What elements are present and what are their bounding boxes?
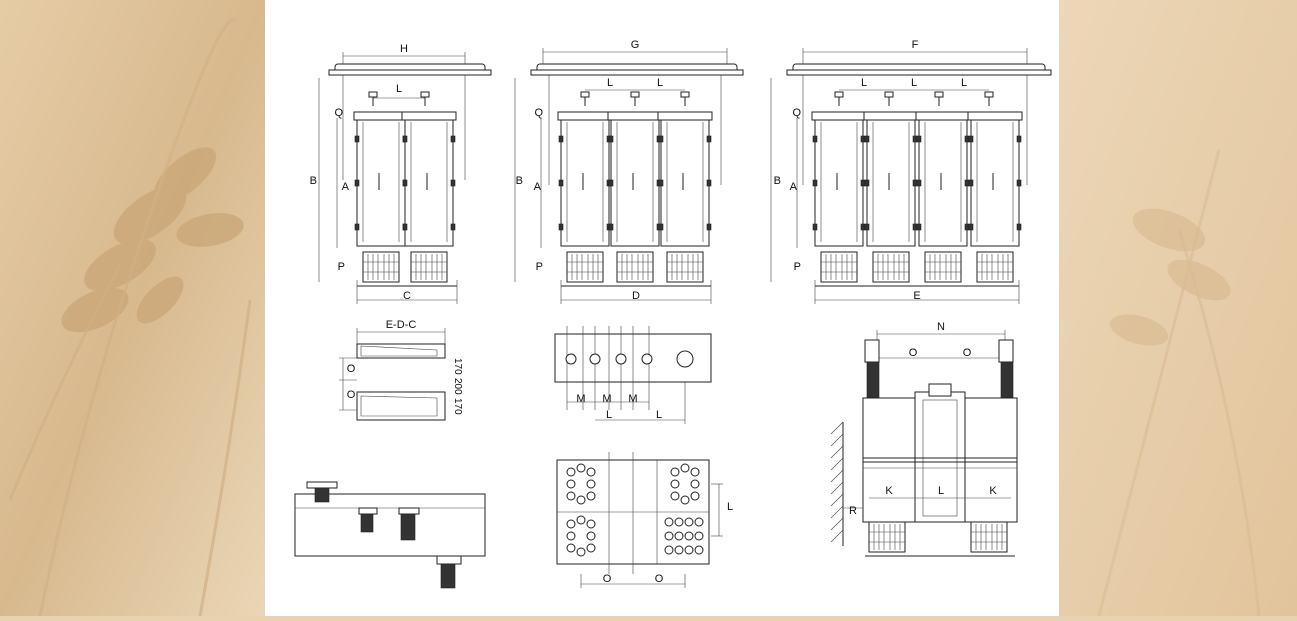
- busbar-200-label: 200: [452, 378, 463, 395]
- dimension-b-label: B: [774, 175, 781, 187]
- dimension-p-label: P: [794, 261, 801, 273]
- coil-3: [657, 111, 713, 247]
- four-column-view: F L L L E B A Q P: [770, 39, 1052, 304]
- busbar-detail: E-D-C O O 170 200 170: [339, 319, 463, 421]
- busbar-o-label-1: O: [347, 363, 356, 375]
- bolt-3: [400, 513, 416, 541]
- pitch-l-label-3: L: [961, 77, 967, 89]
- coil-2: [607, 111, 663, 247]
- dimension-q-label: Q: [334, 107, 343, 119]
- dimension-b-label: B: [310, 175, 317, 187]
- dimension-a-label: A: [342, 181, 350, 193]
- technical-drawing-sheet: H L C B A Q P G L L: [265, 0, 1059, 616]
- dimension-g-label: G: [631, 39, 640, 51]
- pitch-l-label-1: L: [607, 77, 613, 89]
- wall-r-label: R: [849, 505, 857, 517]
- coil-2: [863, 111, 919, 247]
- reactor-dimension-drawing: H L C B A Q P G L L: [294, 39, 1052, 589]
- dimension-n-label: N: [937, 321, 945, 333]
- wheat-photo-right: [1059, 0, 1297, 617]
- bolt-2: [360, 513, 374, 533]
- pitch-m-label-3: M: [628, 393, 637, 405]
- insulator-1: [362, 251, 400, 283]
- dimension-a-label: A: [534, 181, 542, 193]
- bottom-o-label-1: O: [603, 573, 612, 585]
- mounting-bar: [294, 493, 486, 557]
- pitch-m-label-1: M: [576, 393, 585, 405]
- side-o-label-2: O: [963, 347, 972, 359]
- dimension-p-label: P: [536, 261, 543, 273]
- insulator-3: [924, 251, 962, 283]
- insulator-2: [410, 251, 448, 283]
- coil-2: [401, 111, 457, 247]
- bottom-o-label-2: O: [655, 573, 664, 585]
- wheat-background-right: [1059, 0, 1297, 617]
- side-insulator-right: [970, 521, 1008, 553]
- three-column-view: G L L D B A Q P: [514, 39, 744, 304]
- dimension-q-label: Q: [534, 107, 543, 119]
- side-insulator-left: [868, 521, 906, 553]
- insulator-3: [666, 251, 704, 283]
- wall-hatch: [830, 421, 844, 543]
- dimension-a-label: A: [790, 181, 798, 193]
- coil-3: [915, 111, 971, 247]
- pitch-l-label-1: L: [396, 83, 402, 95]
- mounting-detail: [294, 481, 486, 589]
- insulator-2: [616, 251, 654, 283]
- coil-1: [353, 111, 409, 247]
- pitch-l-label-2: L: [911, 77, 917, 89]
- insulator-1: [820, 251, 858, 283]
- coil-4: [967, 111, 1023, 247]
- busbar-170-label-2: 170: [452, 398, 463, 415]
- dimension-b-label: B: [516, 175, 523, 187]
- wheat-background-left: [0, 0, 265, 617]
- side-k-label-2: K: [989, 485, 997, 497]
- span-l-label-2: L: [656, 409, 662, 421]
- insulator-1: [566, 251, 604, 283]
- bolt-4: [440, 563, 456, 589]
- dimension-p-label: P: [338, 261, 345, 273]
- side-l-label: L: [938, 485, 944, 497]
- pitch-l-label-2: L: [657, 77, 663, 89]
- coil-1: [811, 111, 867, 247]
- insulator-2: [872, 251, 910, 283]
- insulator-4: [976, 251, 1014, 283]
- dimension-f-label: F: [912, 39, 919, 51]
- bottom-l-label: L: [727, 501, 733, 513]
- span-l-label-1: L: [606, 409, 612, 421]
- side-k-label-1: K: [885, 485, 893, 497]
- dimension-e-label: E: [913, 290, 920, 302]
- dimension-q-label: Q: [792, 107, 801, 119]
- busbar-170-label-1: 170: [452, 358, 463, 375]
- coil-1: [557, 111, 613, 247]
- busbar-edc-label: E-D-C: [386, 319, 417, 331]
- dimension-c-label: C: [403, 290, 411, 302]
- busbar-o-label-2: O: [347, 389, 356, 401]
- dimension-h-label: H: [400, 43, 408, 55]
- pitch-l-label-1: L: [861, 77, 867, 89]
- bottom-view: L O O: [556, 452, 733, 588]
- side-o-label-1: O: [909, 347, 918, 359]
- two-column-view: H L C B A Q P: [310, 43, 492, 304]
- side-view: N O O K L K: [830, 321, 1018, 557]
- hole-pattern-detail: M M M L L: [554, 326, 712, 424]
- wheat-photo-left: [0, 0, 265, 617]
- bolt-1: [314, 487, 330, 503]
- dimension-d-label: D: [632, 290, 640, 302]
- pitch-m-label-2: M: [602, 393, 611, 405]
